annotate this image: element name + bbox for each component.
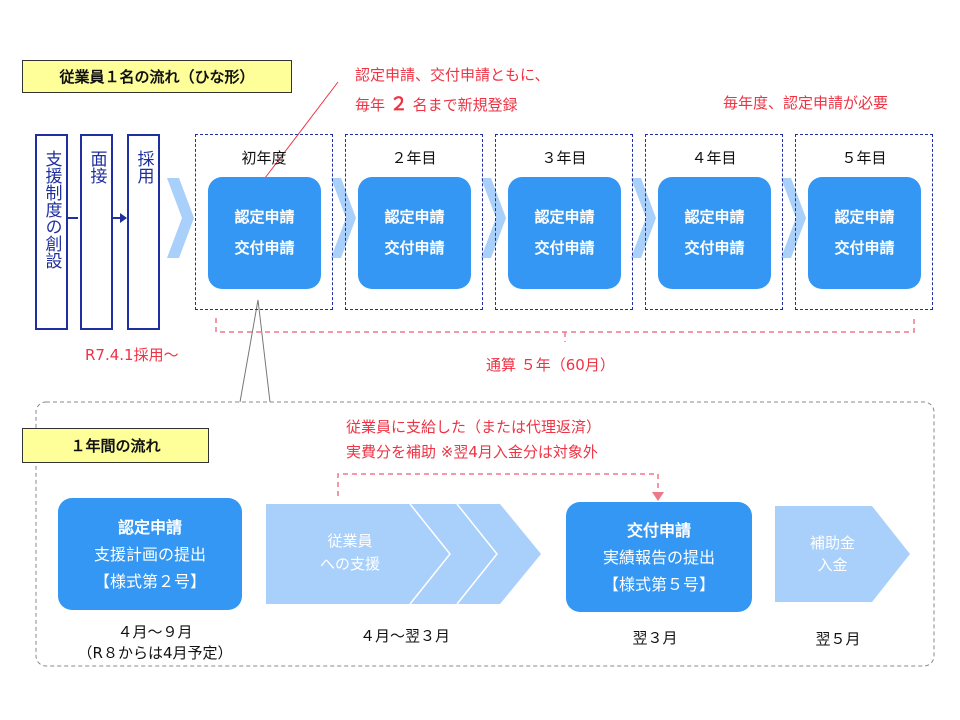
year-application-button: 認定申請交付申請 <box>358 177 471 289</box>
subsidy-arrow <box>775 506 910 602</box>
period-grant: 翌３月 <box>632 629 678 647</box>
subsidy-note-line2: 実費分を補助 ※翌4月入金分は対象外 <box>346 443 598 461</box>
certification-application-card: 認定申請 支援計画の提出 【様式第２号】 <box>58 498 242 610</box>
section-title-employee-flow: 従業員１名の流れ（ひな形） <box>22 60 292 93</box>
registration-note: 認定申請、交付申請ともに、 毎年 ２ 名まで新規登録 <box>355 60 550 120</box>
chevron-arrow <box>631 178 656 258</box>
total-brace <box>215 318 915 342</box>
subsidy-note: 従業員に支給した（または代理返済） 実費分を補助 ※翌4月入金分は対象外 <box>346 415 601 465</box>
arrow-down-icon <box>652 492 664 501</box>
hire-date-note: R7.4.1採用～ <box>85 346 179 364</box>
period-support: ４月～翌３月 <box>359 627 450 645</box>
chevron-arrow <box>781 178 806 258</box>
section-title-annual-flow: １年間の流れ <box>22 428 209 463</box>
period-payment: 翌５月 <box>815 630 861 648</box>
zoom-line <box>239 299 271 403</box>
year-frame-3: ３年目 認定申請交付申請 <box>495 134 633 310</box>
chevron-arrow <box>331 178 356 258</box>
year-label: ４年目 <box>691 149 737 167</box>
year-frame-5: ５年目 認定申請交付申請 <box>795 134 933 310</box>
support-arrow <box>266 504 541 604</box>
subsidy-connector <box>337 473 659 496</box>
year-application-button: 認定申請交付申請 <box>658 177 771 289</box>
registration-note-line1: 認定申請、交付申請ともに、 <box>355 66 550 84</box>
annual-application-note: 毎年度、認定申請が必要 <box>723 94 889 112</box>
annual-flow-frame <box>35 401 935 667</box>
card-line: 実績報告の提出 <box>602 547 715 567</box>
registration-note-line2: 毎年 ２ 名まで新規登録 <box>355 94 518 115</box>
chevron-arrow <box>167 178 194 258</box>
chevron-arrow <box>481 178 506 258</box>
year-label: 初年度 <box>241 149 287 167</box>
grant-application-card: 交付申請 実績報告の提出 【様式第５号】 <box>566 502 752 612</box>
total-period-label: 通算 ５年（60月） <box>486 356 615 374</box>
card-title: 認定申請 <box>117 517 182 537</box>
year-frame-2: ２年目 認定申請交付申請 <box>345 134 483 310</box>
support-arrow-label: 従業員 への支援 <box>319 532 380 573</box>
step-hiring: 採用 <box>127 134 160 330</box>
card-line: 【様式第５号】 <box>602 574 715 594</box>
card-title: 交付申請 <box>626 520 691 540</box>
step-interview: 面接 <box>80 134 113 330</box>
year-frame-4: ４年目 認定申請交付申請 <box>645 134 783 310</box>
year-label: ２年目 <box>391 149 437 167</box>
period-certification: ４月～９月 （R８からは4月予定） <box>77 623 233 662</box>
arrow-head-icon <box>120 213 127 223</box>
year-application-button: 認定申請交付申請 <box>208 177 321 289</box>
year-label: ５年目 <box>841 149 887 167</box>
card-line: 【様式第２号】 <box>93 571 206 591</box>
subsidy-arrow-label: 補助金 入金 <box>809 534 855 574</box>
step-system-creation: 支援制度の創設 <box>35 134 68 330</box>
year-application-button: 認定申請交付申請 <box>808 177 921 289</box>
subsidy-note-line1: 従業員に支給した（または代理返済） <box>346 418 602 436</box>
year-frame-1: 初年度 認定申請交付申請 <box>195 134 333 310</box>
card-line: 支援計画の提出 <box>93 544 206 564</box>
callout-line <box>264 81 339 179</box>
year-application-button: 認定申請交付申請 <box>508 177 621 289</box>
year-label: ３年目 <box>541 149 587 167</box>
